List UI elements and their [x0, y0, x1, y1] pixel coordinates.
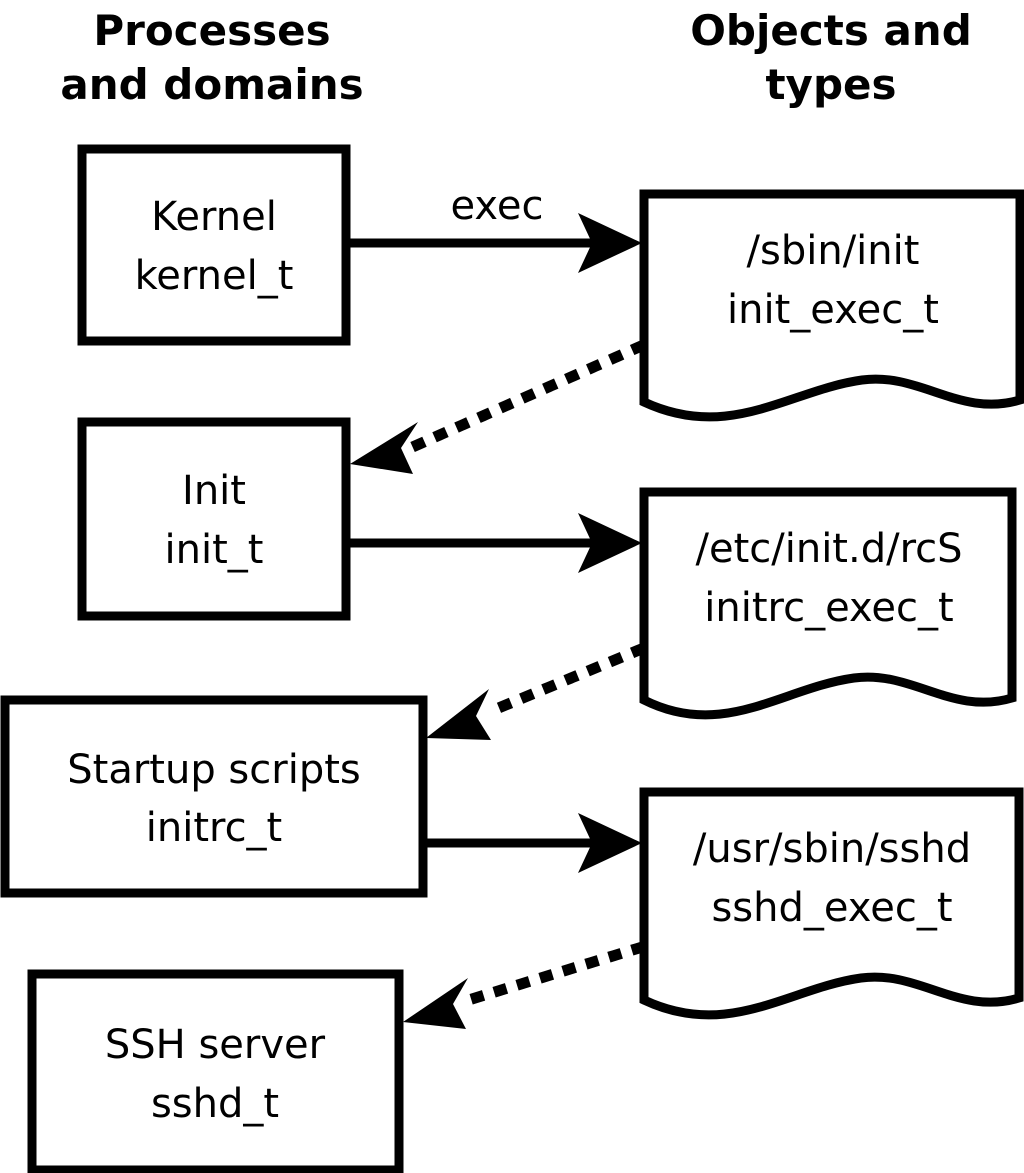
object-node-initrc-exec[interactable]: /etc/init.d/rcS initrc_exec_t — [639, 487, 1017, 720]
edge-kernel-exec-init-exec: exec — [348, 183, 642, 273]
node-document-shape — [639, 487, 1017, 720]
edge-initrc-exec-transition-initrc — [426, 642, 647, 740]
node-label-line2: initrc_exec_t — [704, 585, 953, 631]
edge-label-exec: exec — [451, 183, 544, 229]
process-node-kernel[interactable]: Kernel kernel_t — [77, 144, 351, 346]
arrowhead-icon — [403, 978, 468, 1029]
edge-line — [455, 941, 646, 1009]
column-header-processes-line1: Processes — [93, 6, 330, 55]
process-node-init[interactable]: Init init_t — [77, 417, 351, 621]
arrowhead-icon — [426, 689, 491, 740]
column-header-processes: Processes and domains — [60, 6, 363, 109]
edge-init-exec-initrc-exec — [348, 513, 642, 573]
node-label-line1: /etc/init.d/rcS — [695, 526, 962, 572]
edge-line — [476, 642, 647, 722]
edge-line — [400, 339, 647, 457]
column-header-objects: Objects and types — [690, 6, 972, 109]
node-box — [27, 969, 404, 1173]
column-header-objects-line1: Objects and — [690, 6, 972, 55]
node-document-shape — [639, 189, 1024, 422]
node-label-line2: initrc_t — [146, 805, 283, 851]
column-header-objects-line2: types — [765, 60, 896, 109]
node-label-line1: Init — [182, 468, 246, 514]
edge-init-exec-transition-init — [350, 339, 647, 474]
arrowhead-icon — [578, 813, 642, 873]
edge-sshd-exec-transition-sshd — [403, 941, 646, 1029]
node-box — [77, 417, 351, 621]
arrowhead-icon — [578, 513, 642, 573]
node-label-line1: Kernel — [151, 194, 277, 240]
node-label-line2: init_exec_t — [727, 287, 939, 333]
object-node-sshd-exec[interactable]: /usr/sbin/sshd sshd_exec_t — [639, 787, 1024, 1020]
node-label-line2: sshd_t — [151, 1081, 279, 1127]
process-node-ssh-server[interactable]: SSH server sshd_t — [27, 969, 404, 1173]
node-box — [0, 695, 428, 898]
arrowhead-icon — [578, 213, 642, 273]
node-label-line1: /sbin/init — [747, 228, 920, 274]
node-label-line2: init_t — [165, 527, 264, 573]
node-label-line1: /usr/sbin/sshd — [693, 826, 971, 872]
arrowhead-icon — [350, 422, 418, 474]
node-label-line2: sshd_exec_t — [711, 885, 952, 931]
node-document-shape — [639, 787, 1024, 1020]
node-label-line2: kernel_t — [135, 253, 294, 299]
process-node-startup-scripts[interactable]: Startup scripts initrc_t — [0, 695, 428, 898]
node-label-line1: SSH server — [105, 1022, 326, 1068]
node-box — [77, 144, 351, 346]
object-node-init-exec[interactable]: /sbin/init init_exec_t — [639, 189, 1024, 422]
edge-initrc-exec-sshd-exec — [427, 813, 642, 873]
column-header-processes-line2: and domains — [60, 60, 363, 109]
node-label-line1: Startup scripts — [67, 747, 360, 793]
